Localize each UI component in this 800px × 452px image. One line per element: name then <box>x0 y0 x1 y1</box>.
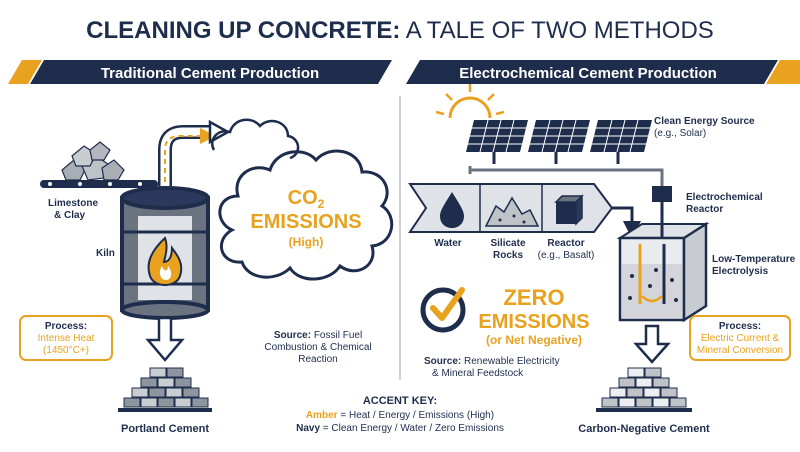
accent-key-amber: Amber = Heat / Energy / Emissions (High) <box>306 410 494 421</box>
electrochemical-reactor <box>616 186 710 323</box>
arrow-down-icon-right <box>633 324 671 364</box>
page-title: CLEANING UP CONCRETE: A TALE OF TWO METH… <box>86 17 714 44</box>
water-drop-icon <box>440 192 464 228</box>
reactor-input-label: Reactor(e.g., Basalt) <box>538 238 595 261</box>
left-header-banner: Traditional Cement Production <box>8 60 392 84</box>
kiln <box>120 186 210 320</box>
right-header-title: Electrochemical Cement Production <box>459 65 717 82</box>
right-header-banner: Electrochemical Cement Production <box>406 60 800 84</box>
exhaust-arrow <box>164 128 216 182</box>
flame-icon <box>147 236 183 286</box>
co2-label: CO2 <box>288 187 325 211</box>
left-header-title: Traditional Cement Production <box>101 65 319 82</box>
net-negative-label: (or Net Negative) <box>486 333 582 347</box>
zero-label: ZERO <box>503 285 564 310</box>
svg-text:Electric Current &: Electric Current & <box>701 333 780 344</box>
right-process-box: Process: Electric Current & Mineral Conv… <box>689 315 791 361</box>
accent-key-title: ACCENT KEY: <box>363 395 437 407</box>
silicate-rock-icon <box>484 196 540 227</box>
limestone-label: Limestone& Clay <box>48 198 98 221</box>
left-process-box: Process: Intense Heat (1450°C+) <box>19 315 113 361</box>
checkmark-icon <box>420 287 466 333</box>
power-wire <box>468 166 664 186</box>
emissions-label: EMISSIONS <box>250 211 361 233</box>
sun-icon <box>435 84 505 119</box>
conveyor-belt <box>40 180 158 188</box>
svg-text:Process:: Process: <box>719 321 761 332</box>
kiln-label: Kiln <box>96 248 115 259</box>
accent-key-navy: Navy = Clean Energy / Water / Zero Emiss… <box>296 423 504 434</box>
right-source-text: Source: Renewable Electricity& Mineral F… <box>424 356 560 379</box>
solar-panel-icon <box>466 119 652 164</box>
energy-source-label: Clean Energy Source(e.g., Solar) <box>654 116 755 139</box>
svg-text:Intense Heat: Intense Heat <box>38 333 95 344</box>
svg-text:Process:: Process: <box>45 321 87 332</box>
svg-text:(1450°C+): (1450°C+) <box>43 345 89 356</box>
cloud-icon <box>211 118 394 281</box>
carbon-negative-cement-label: Carbon-Negative Cement <box>578 423 710 435</box>
zero-emissions-label: EMISSIONS <box>478 311 589 333</box>
arrow-down-icon <box>145 316 185 362</box>
water-label: Water <box>434 238 462 249</box>
emissions-level: (High) <box>289 235 324 249</box>
svg-text:Mineral Conversion: Mineral Conversion <box>697 345 783 356</box>
cement-bricks-right <box>596 367 692 412</box>
accent-key: ACCENT KEY: Amber = Heat / Energy / Emis… <box>296 395 504 434</box>
rock-pile-icon <box>61 141 125 181</box>
cement-bricks-left <box>118 367 212 412</box>
portland-cement-label: Portland Cement <box>121 423 209 435</box>
feed-arrow <box>612 206 641 239</box>
cube-icon <box>554 194 584 226</box>
